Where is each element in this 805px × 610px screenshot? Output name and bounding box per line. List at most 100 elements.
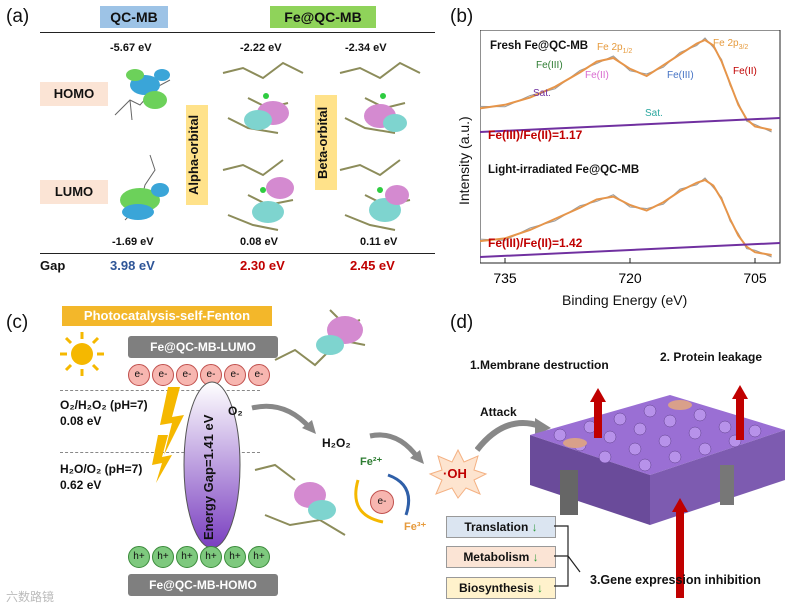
electron: e- — [176, 364, 198, 386]
gene-inhibition-label: 3.Gene expression inhibition — [590, 573, 761, 587]
y-axis-label: Intensity (a.u.) — [456, 116, 472, 205]
cycle-electron: e- — [370, 490, 394, 514]
beta-homo-orbital-image — [339, 61, 421, 134]
beta-lumo-orbital-image — [339, 159, 411, 231]
fe2-label-a: Fe(II) — [585, 70, 609, 81]
qc-homo-orbital-image — [114, 69, 171, 121]
ratio-light: Fe(III)/Fe(II)=1.42 — [488, 236, 583, 250]
qc-gap-value: 3.98 eV — [110, 258, 155, 273]
panel-c-tag: (c) — [6, 312, 29, 333]
watermark: 六数路镜 — [6, 590, 55, 604]
beta-orbital-label: Beta-orbital — [315, 95, 337, 190]
translation-label: Translation — [464, 520, 529, 534]
electron-row: e-e-e-e-e-e- — [128, 364, 272, 386]
lumo-row-label: LUMO — [40, 180, 108, 204]
beta-homo-energy: -2.34 eV — [345, 42, 387, 54]
lightning-icon — [152, 387, 184, 483]
biosynthesis-label: Biosynthesis — [458, 581, 534, 595]
fe3-label-b: Fe(III) — [667, 70, 694, 81]
panel-d-tag: (d) — [450, 312, 474, 333]
alpha-gap-value: 2.30 eV — [240, 258, 285, 273]
sat-label-a: Sat. — [533, 88, 551, 99]
gap-row-label: Gap — [40, 258, 66, 273]
homo-row-label: HOMO — [40, 82, 108, 106]
x-tick-label: 720 — [618, 270, 642, 286]
translation-box: Translation ↓ — [446, 516, 556, 538]
biosynthesis-box: Biosynthesis ↓ — [446, 577, 556, 599]
leak-arrow-right — [732, 385, 748, 440]
lumo-molecule-image — [274, 309, 366, 367]
fe3-label-a: Fe(III) — [536, 60, 563, 71]
fe2p12-label: Fe 2p1/2 — [597, 42, 632, 55]
hole: h+ — [248, 546, 270, 568]
fe3-ion-label: Fe³⁺ — [404, 521, 427, 533]
alpha-homo-orbital-image — [222, 61, 304, 134]
qc-mb-header: QC-MB — [100, 6, 168, 28]
fe2-ion-label: Fe²⁺ — [360, 456, 383, 468]
electron: e- — [224, 364, 246, 386]
down-arrow-icon: ↓ — [537, 581, 544, 595]
beta-lumo-energy: 0.11 eV — [360, 236, 398, 248]
alpha-homo-energy: -2.22 eV — [240, 42, 282, 54]
xps-background-line — [480, 117, 781, 133]
qc-lumo-energy: -1.69 eV — [112, 236, 154, 248]
hole: h+ — [200, 546, 222, 568]
hole: h+ — [152, 546, 174, 568]
hole: h+ — [128, 546, 150, 568]
leak-arrow-left — [590, 388, 606, 438]
qc-homo-energy: -5.67 eV — [110, 42, 152, 54]
hole: h+ — [176, 546, 198, 568]
hole-row: h+h+h+h+h+h+ — [128, 546, 272, 568]
h2o-o2-label: H₂O/O₂ (pH=7) — [60, 462, 143, 476]
fe-cycle-arrows — [354, 473, 411, 524]
lumo-box: Fe@QC-MB-LUMO — [128, 336, 278, 358]
alpha-lumo-energy: 0.08 eV — [240, 236, 278, 248]
attack-arrow — [475, 418, 551, 452]
electron: e- — [128, 364, 150, 386]
x-axis-label: Binding Energy (eV) — [562, 292, 688, 308]
oh-radical-label: ·OH — [443, 466, 467, 481]
fe-qc-mb-header: Fe@QC-MB — [270, 6, 376, 28]
o2-h2o2-level-line — [60, 390, 260, 391]
xps-background-line — [480, 242, 781, 258]
x-tick-label: 705 — [743, 270, 767, 286]
oh-radical-burst — [428, 448, 488, 499]
xps-fit-line — [480, 178, 772, 256]
electron: e- — [248, 364, 270, 386]
homo-box: Fe@QC-MB-HOMO — [128, 574, 278, 596]
o2-h2o2-label: O₂/H₂O₂ (pH=7) — [60, 398, 148, 412]
ratio-fresh: Fe(III)/Fe(II)=1.17 — [488, 128, 583, 142]
o2-h2o2-value: 0.08 eV — [60, 414, 102, 428]
fe2p32-text: Fe 2p — [713, 38, 739, 49]
h2o2-to-oh-arrow — [369, 432, 424, 464]
panel-b-tag: (b) — [450, 6, 474, 27]
o2-label: O₂ — [228, 404, 243, 418]
qc-lumo-orbital-image — [120, 154, 169, 221]
down-arrow-icon: ↓ — [531, 520, 538, 534]
header-rule — [40, 32, 435, 33]
xps-fit-line — [480, 38, 772, 131]
sun-icon — [60, 332, 104, 376]
h2o2-label: H₂O₂ — [322, 436, 351, 450]
attack-label: Attack — [480, 405, 517, 419]
hole: h+ — [224, 546, 246, 568]
o2-to-h2o2-arrow — [251, 403, 316, 434]
gap-rule — [40, 253, 435, 254]
cell-membrane-image — [530, 395, 785, 525]
fe2p32-sub: 3/2 — [738, 44, 749, 51]
fe2p12-text: Fe 2p — [597, 42, 623, 53]
membrane-destruction-label: 1.Membrane destruction — [470, 358, 609, 372]
h2o-o2-value: 0.62 eV — [60, 478, 102, 492]
light-title: Light-irradiated Fe@QC-MB — [488, 164, 640, 176]
gene-arrow — [672, 498, 688, 598]
homo-molecule-image — [254, 463, 346, 536]
fe2-label-b: Fe(II) — [733, 66, 757, 77]
fe2p32-label: Fe 2p3/2 — [713, 38, 748, 51]
alpha-orbital-label: Alpha-orbital — [186, 105, 208, 205]
panel-a-tag: (a) — [6, 6, 30, 27]
photocatalysis-banner: Photocatalysis-self-Fenton — [62, 306, 272, 326]
fresh-title: Fresh Fe@QC-MB — [490, 40, 589, 52]
down-arrow-icon: ↓ — [532, 550, 539, 564]
energy-gap-label: Energy Gap=1.41 eV — [201, 414, 216, 540]
